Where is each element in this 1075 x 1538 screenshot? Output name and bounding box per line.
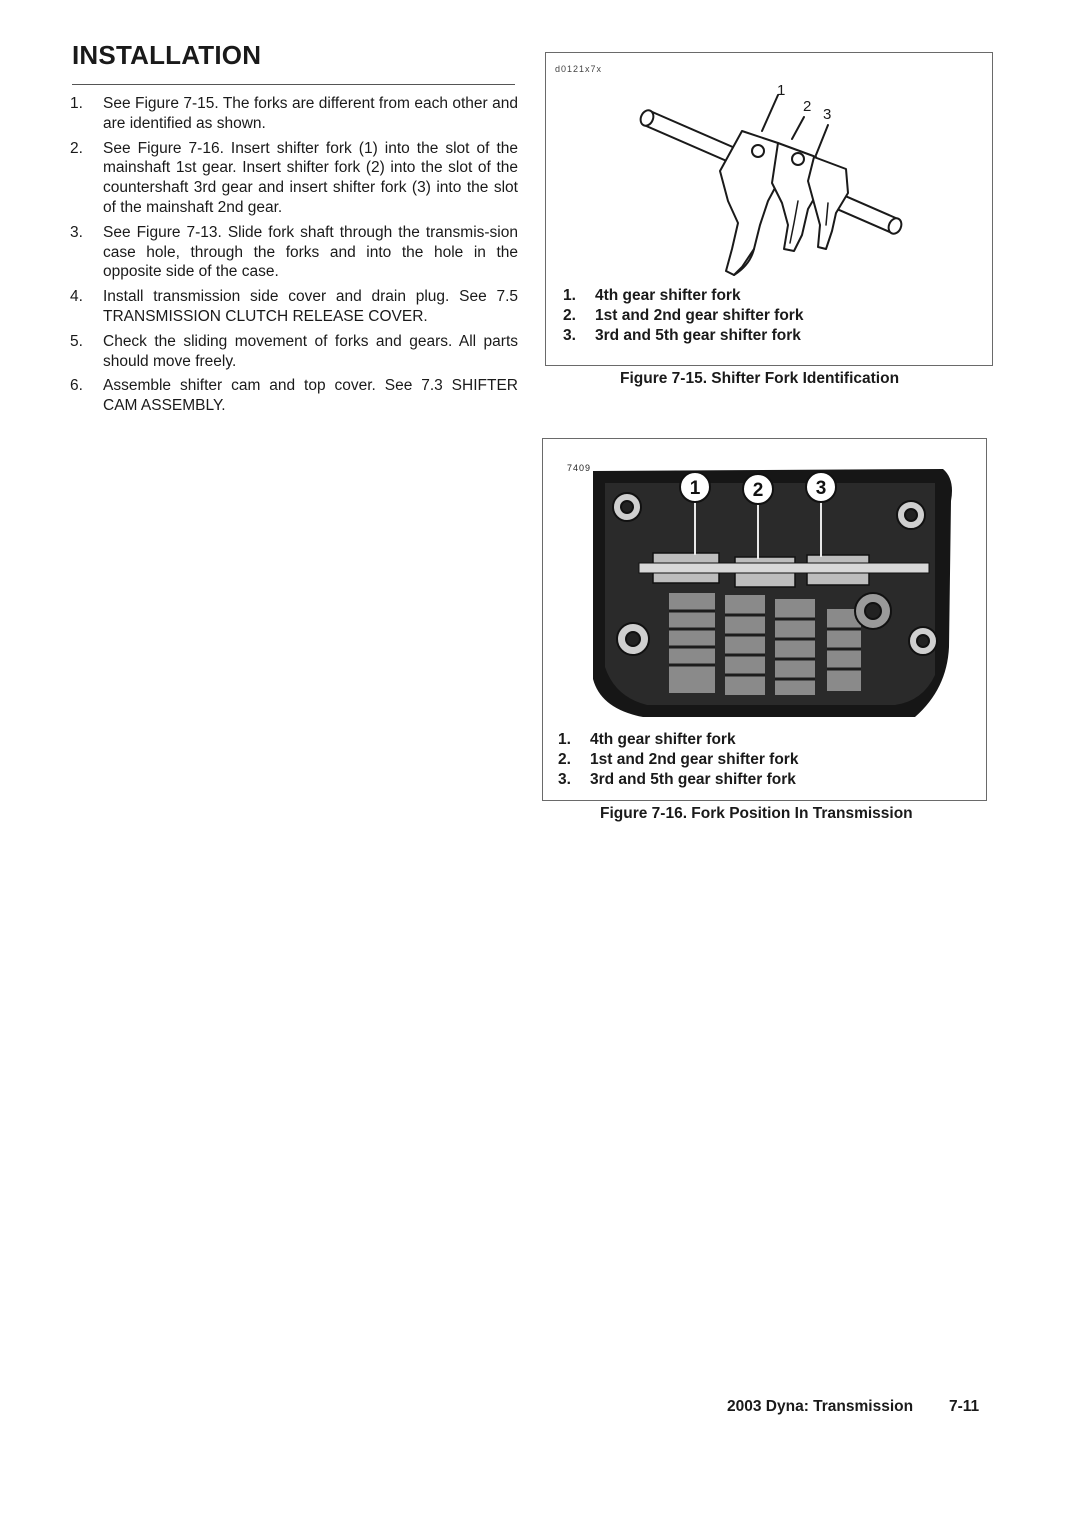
step-number: 5. bbox=[70, 332, 83, 350]
legend-number: 3. bbox=[563, 327, 576, 344]
step-text: See Figure 7-15. The forks are different… bbox=[103, 95, 518, 132]
figure-7-16-frame: 1 2 3 7409 1. 4th gear shifter fork 2. 1st… bbox=[542, 438, 987, 801]
figure-tag: d0121x7x bbox=[555, 64, 603, 74]
installation-steps: 1. See Figure 7-15. The forks are differe… bbox=[68, 94, 518, 421]
photo-callout-1: 1 bbox=[690, 478, 701, 499]
legend-text: 1st and 2nd gear shifter fork bbox=[595, 307, 804, 324]
section-heading: INSTALLATION bbox=[72, 40, 262, 70]
legend-text: 3rd and 5th gear shifter fork bbox=[590, 771, 796, 788]
figure-legend: 1. 4th gear shifter fork 2. 1st and 2nd ge… bbox=[563, 286, 803, 346]
legend-item: 3. 3rd and 5th gear shifter fork bbox=[558, 770, 798, 790]
callout-3: 3 bbox=[823, 106, 831, 123]
callout-1: 1 bbox=[777, 82, 785, 99]
legend-number: 1. bbox=[558, 731, 571, 748]
step-text: Assemble shifter cam and top cover. See … bbox=[103, 377, 518, 415]
legend-number: 2. bbox=[563, 307, 576, 324]
step-number: 3. bbox=[70, 223, 83, 241]
step-number: 6. bbox=[70, 377, 83, 395]
step-item: 4. Install transmission side cover and dr… bbox=[68, 287, 518, 327]
legend-item: 2. 1st and 2nd gear shifter fork bbox=[563, 306, 803, 326]
figure-7-15-frame: d0121x7x 1 2 3 1.4th gear shifte bbox=[545, 52, 993, 366]
legend-number: 2. bbox=[558, 751, 571, 768]
step-item: 2. See Figure 7-16. Insert shifter fork (… bbox=[68, 139, 518, 218]
page-number: 7-11 bbox=[949, 1398, 980, 1415]
step-text: Install transmission side cover and drai… bbox=[103, 288, 518, 325]
legend-number: 3. bbox=[558, 771, 571, 788]
step-text: See Figure 7-16. Insert shifter fork (1)… bbox=[103, 139, 518, 216]
legend-text: 1st and 2nd gear shifter fork bbox=[590, 751, 799, 768]
figure-caption: Figure 7-15. Shifter Fork Identification bbox=[620, 370, 900, 387]
legend-item: 1. 4th gear shifter fork bbox=[563, 286, 803, 306]
legend-item: 1. 4th gear shifter fork bbox=[558, 730, 798, 750]
transmission-photo: 1 2 3 bbox=[593, 469, 952, 717]
step-text: See Figure 7-13. Slide fork shaft throug… bbox=[103, 223, 518, 281]
callout-2: 2 bbox=[803, 98, 811, 115]
figure-legend: 1. 4th gear shifter fork 2. 1st and 2nd ge… bbox=[558, 730, 798, 790]
figure-caption: Figure 7-16. Fork Position In Transmissi… bbox=[600, 805, 913, 822]
step-number: 4. bbox=[70, 288, 83, 306]
legend-text: 3rd and 5th gear shifter fork bbox=[595, 327, 801, 344]
photo-callout-3: 3 bbox=[816, 478, 827, 499]
footer-title: 2003 Dyna: Transmission bbox=[727, 1398, 914, 1415]
heading-rule bbox=[72, 84, 515, 85]
step-item: 5. Check the sliding movement of forks an… bbox=[68, 332, 518, 372]
step-item: 1. See Figure 7-15. The forks are differe… bbox=[68, 94, 518, 134]
step-item: 3. See Figure 7-13. Slide fork shaft thro… bbox=[68, 223, 518, 282]
shifter-fork-illustration: 1 2 3 bbox=[639, 82, 903, 276]
step-text: Check the sliding movement of forks and … bbox=[103, 332, 518, 370]
photo-callout-2: 2 bbox=[753, 480, 764, 501]
legend-item: 2. 1st and 2nd gear shifter fork bbox=[558, 750, 798, 770]
figure-tag: 7409 bbox=[567, 463, 592, 473]
legend-text: 4th gear shifter fork bbox=[590, 731, 736, 748]
legend-number: 1. bbox=[563, 287, 576, 304]
step-number: 1. bbox=[70, 95, 83, 112]
legend-item: 3. 3rd and 5th gear shifter fork bbox=[563, 326, 803, 346]
step-item: 6. Assemble shifter cam and top cover. Se… bbox=[68, 376, 518, 416]
legend-text: 4th gear shifter fork bbox=[595, 287, 741, 304]
step-number: 2. bbox=[70, 139, 83, 157]
